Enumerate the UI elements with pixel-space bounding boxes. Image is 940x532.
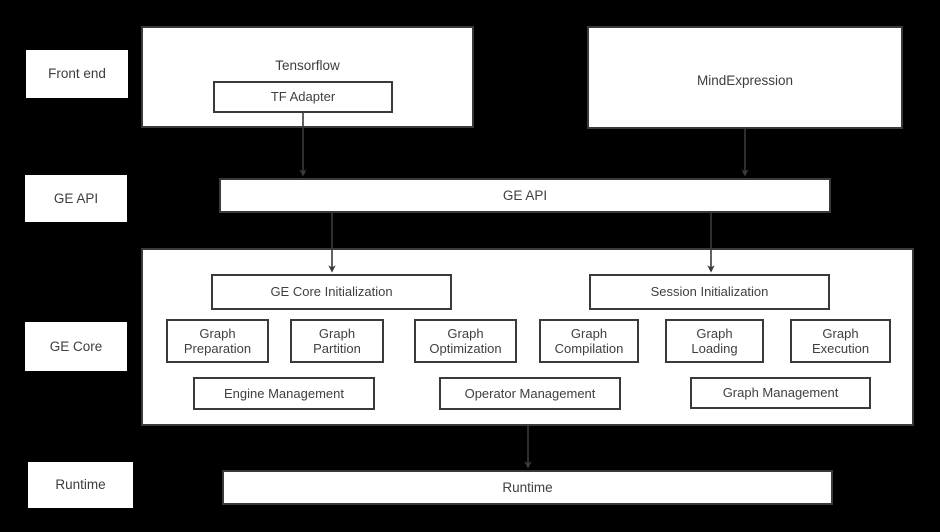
runtime-bar-label: Runtime bbox=[502, 479, 553, 495]
graph-compilation-label: Graph Compilation bbox=[554, 325, 624, 356]
mindexpression-panel-title: MindExpression bbox=[696, 73, 794, 88]
operator-management-label: Operator Management bbox=[464, 385, 596, 401]
graph-preparation-label: Graph Preparation bbox=[183, 325, 252, 356]
engine-management-box: Engine Management bbox=[193, 377, 375, 410]
rail-label-ge-core: GE Core bbox=[25, 322, 127, 371]
graph-management-label: Graph Management bbox=[722, 385, 839, 401]
graph-preparation-box: Graph Preparation bbox=[166, 319, 269, 363]
engine-management-label: Engine Management bbox=[224, 385, 344, 401]
rail-label-front-end: Front end bbox=[26, 50, 128, 98]
rail-label-ge-core-text: GE Core bbox=[49, 338, 103, 354]
mindexpression-panel: MindExpression bbox=[587, 26, 903, 129]
graph-optimization-box: Graph Optimization bbox=[414, 319, 517, 363]
rail-label-runtime-text: Runtime bbox=[55, 477, 106, 493]
rail-label-ge-api-text: GE API bbox=[53, 190, 99, 206]
graph-management-box: Graph Management bbox=[690, 377, 871, 409]
rail-label-ge-api: GE API bbox=[25, 175, 127, 222]
graph-execution-label: Graph Execution bbox=[811, 325, 870, 356]
graph-partition-box: Graph Partition bbox=[290, 319, 384, 363]
tf-adapter-label: TF Adapter bbox=[270, 89, 336, 105]
ge-core-initialization-box: GE Core Initialization bbox=[211, 274, 452, 310]
runtime-bar: Runtime bbox=[222, 470, 833, 505]
tensorflow-panel-title: Tensorflow bbox=[275, 58, 340, 73]
graph-optimization-label: Graph Optimization bbox=[429, 325, 502, 356]
rail-label-runtime: Runtime bbox=[28, 462, 133, 508]
ge-api-bar-label: GE API bbox=[502, 187, 548, 203]
operator-management-box: Operator Management bbox=[439, 377, 621, 410]
graph-loading-box: Graph Loading bbox=[665, 319, 764, 363]
rail-label-front-end-text: Front end bbox=[48, 66, 106, 82]
tf-adapter-box: TF Adapter bbox=[213, 81, 393, 113]
session-initialization-label: Session Initialization bbox=[650, 284, 769, 300]
graph-execution-box: Graph Execution bbox=[790, 319, 891, 363]
graph-compilation-box: Graph Compilation bbox=[539, 319, 639, 363]
ge-api-bar: GE API bbox=[219, 178, 831, 213]
ge-core-initialization-label: GE Core Initialization bbox=[270, 284, 393, 300]
session-initialization-box: Session Initialization bbox=[589, 274, 830, 310]
graph-loading-label: Graph Loading bbox=[691, 325, 738, 356]
graph-partition-label: Graph Partition bbox=[313, 325, 361, 356]
